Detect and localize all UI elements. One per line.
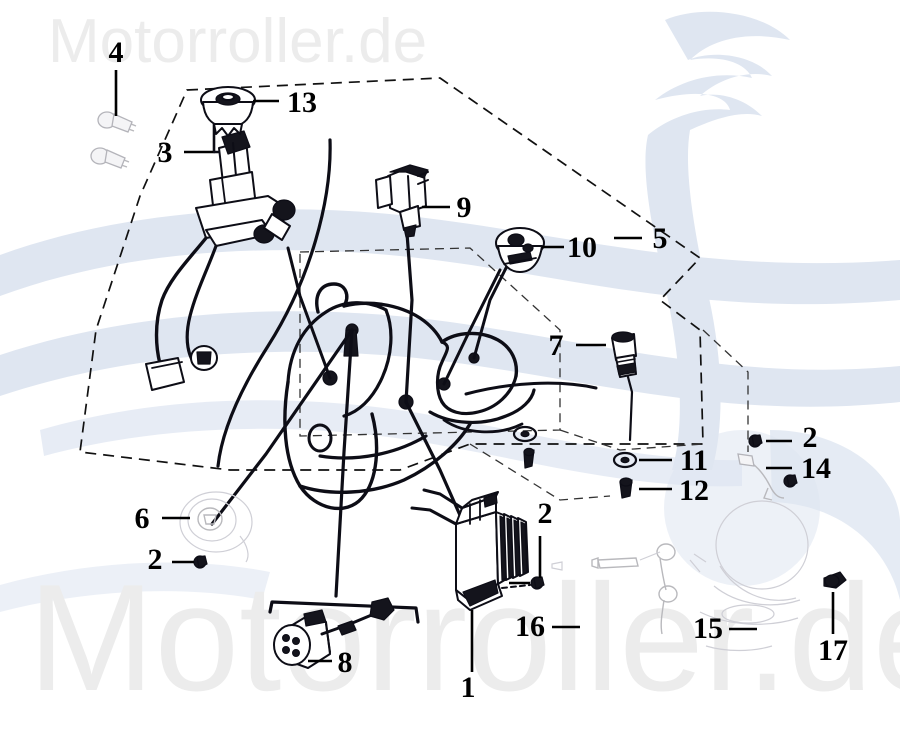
callout-2c[interactable]: 2 — [803, 421, 818, 454]
part-grommet — [551, 543, 678, 635]
swoosh-logo-icon — [645, 11, 790, 470]
part-voltage-regulator-rectifier — [410, 488, 529, 611]
swoosh-tail-icon — [40, 400, 742, 487]
callout-1[interactable]: 1 — [461, 671, 476, 704]
callout-2a[interactable]: 2 — [538, 497, 553, 530]
wiring-harness-branches — [210, 138, 510, 624]
callout-15[interactable]: 15 — [693, 612, 723, 645]
callout-9[interactable]: 9 — [457, 191, 472, 224]
part-connector-plug — [273, 597, 395, 669]
part-starter-relay — [495, 227, 545, 273]
callout-14[interactable]: 14 — [801, 452, 831, 485]
part-screw-set — [90, 111, 137, 169]
callout-numbers-group: 1 2 2 2 3 4 5 6 7 8 9 10 11 12 13 14 15 … — [109, 36, 849, 704]
part-fuse-holder — [611, 331, 637, 442]
watermark-top-text: Motorroller.de — [48, 7, 427, 76]
part-horn — [179, 491, 253, 563]
swoosh-band-lower-icon — [0, 311, 900, 407]
callout-5[interactable]: 5 — [653, 222, 668, 255]
swoosh-band-upper-icon — [0, 209, 900, 305]
fastener-group — [193, 425, 847, 590]
scooter-body-illustration — [283, 282, 598, 511]
leader-lines-group — [114, 70, 835, 672]
callout-12[interactable]: 12 — [679, 474, 709, 507]
part-flasher-relay — [375, 164, 429, 238]
part-ignition-lock-cap — [200, 86, 256, 137]
part-ignition-switch-assembly — [145, 98, 296, 391]
callout-16[interactable]: 16 — [515, 610, 545, 643]
callout-10[interactable]: 10 — [567, 231, 597, 264]
callout-8[interactable]: 8 — [338, 646, 353, 679]
callout-11[interactable]: 11 — [680, 444, 708, 477]
callout-2b[interactable]: 2 — [148, 543, 163, 576]
callout-6[interactable]: 6 — [135, 502, 150, 535]
callout-17[interactable]: 17 — [818, 634, 848, 667]
callout-7[interactable]: 7 — [549, 329, 564, 362]
callout-3[interactable]: 3 — [158, 136, 173, 169]
swoosh-lower-left-icon — [0, 562, 270, 612]
part-cable-guide — [689, 500, 809, 652]
callout-4[interactable]: 4 — [109, 36, 124, 69]
callout-13[interactable]: 13 — [287, 86, 317, 119]
